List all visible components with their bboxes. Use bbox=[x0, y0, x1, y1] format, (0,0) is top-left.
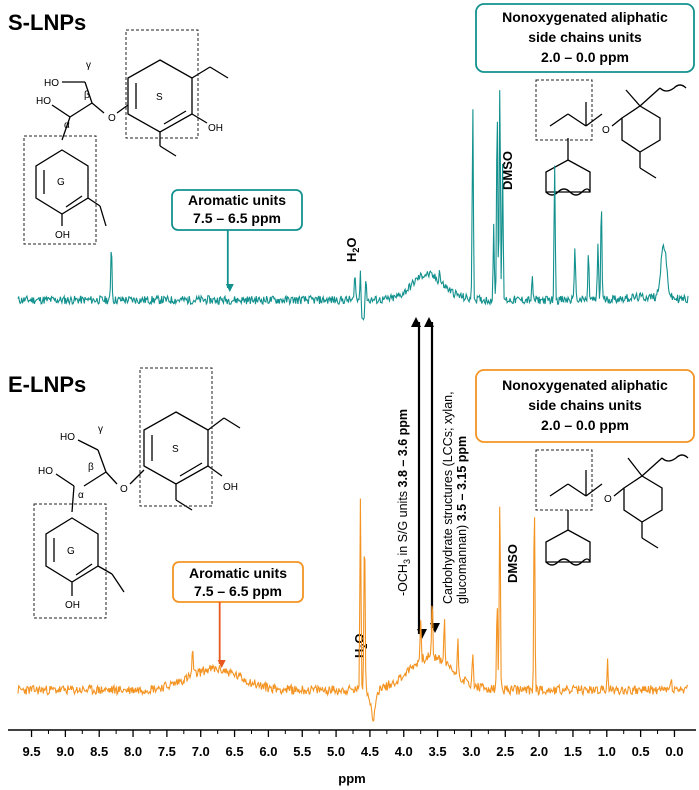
x-tick-label: 9.5 bbox=[22, 744, 40, 759]
och3-annotation: -OCH3 in S/G units 3.8 – 3.6 ppm bbox=[396, 317, 427, 639]
svg-text:glucomannan) 3.5 – 3.15 ppm: glucomannan) 3.5 – 3.15 ppm bbox=[455, 436, 469, 604]
svg-text:O: O bbox=[120, 484, 128, 495]
svg-text:O: O bbox=[108, 113, 116, 124]
s-h2o-label: H2O bbox=[344, 237, 361, 262]
s-panel-title: S-LNPs bbox=[8, 10, 86, 35]
e-lignin-structure: S OH O β HO γ HO α G OH bbox=[33, 367, 241, 619]
x-tick-label: 8.0 bbox=[124, 744, 142, 759]
svg-text:O: O bbox=[604, 494, 612, 505]
svg-text:OH: OH bbox=[65, 600, 80, 611]
x-tick-label: 1.5 bbox=[564, 744, 582, 759]
x-tick-label: 8.5 bbox=[90, 744, 108, 759]
svg-text:OH: OH bbox=[223, 482, 238, 493]
x-tick-label: 2.5 bbox=[496, 744, 514, 759]
e-g-ring-label: G bbox=[67, 546, 75, 557]
svg-text:side chains units: side chains units bbox=[528, 397, 642, 413]
x-tick-label: 3.5 bbox=[429, 744, 447, 759]
g-ring-label: G bbox=[57, 177, 65, 188]
x-tick-label: 5.0 bbox=[327, 744, 345, 759]
svg-text:Nonoxygenated aliphatic: Nonoxygenated aliphatic bbox=[502, 9, 668, 25]
x-tick-label: 6.5 bbox=[226, 744, 244, 759]
svg-text:O: O bbox=[602, 125, 610, 136]
svg-text:OH: OH bbox=[55, 230, 70, 241]
e-sidechain-structure: O bbox=[535, 449, 689, 566]
x-tick-label: 1.0 bbox=[598, 744, 616, 759]
svg-text:7.5 – 6.5 ppm: 7.5 – 6.5 ppm bbox=[193, 210, 281, 226]
svg-text:HO: HO bbox=[38, 466, 53, 477]
svg-text:Nonoxygenated aliphatic: Nonoxygenated aliphatic bbox=[502, 377, 668, 393]
svg-text:Aromatic units: Aromatic units bbox=[188, 192, 286, 208]
x-axis-label: ppm bbox=[338, 771, 365, 786]
x-tick-label: 3.0 bbox=[462, 744, 480, 759]
svg-text:HO: HO bbox=[44, 78, 59, 89]
svg-text:2.0 – 0.0 ppm: 2.0 – 0.0 ppm bbox=[541, 417, 629, 433]
svg-text:γ: γ bbox=[86, 60, 91, 71]
svg-text:Carbohydrate structures (LCCs;: Carbohydrate structures (LCCs; xylan, bbox=[441, 391, 455, 604]
x-tick-label: 0.5 bbox=[632, 744, 650, 759]
x-tick-label: 0.0 bbox=[665, 744, 683, 759]
s-dmso-label: DMSO bbox=[500, 151, 515, 190]
e-dmso-label: DMSO bbox=[505, 544, 520, 583]
svg-text:Aromatic units: Aromatic units bbox=[189, 565, 287, 581]
x-tick-label: 2.0 bbox=[530, 744, 548, 759]
x-tick-label: 4.5 bbox=[361, 744, 379, 759]
s-aromatic-annotation: Aromatic units 7.5 – 6.5 ppm bbox=[171, 189, 303, 292]
e-panel-title: E-LNPs bbox=[8, 372, 86, 397]
e-aromatic-annotation: Aromatic units 7.5 – 6.5 ppm bbox=[172, 561, 304, 668]
x-tick-label: 6.0 bbox=[259, 744, 277, 759]
e-aliphatic-annotation: Nonoxygenated aliphatic side chains unit… bbox=[475, 369, 695, 443]
svg-text:2.0 – 0.0 ppm: 2.0 – 0.0 ppm bbox=[541, 49, 629, 65]
x-tick-label: 4.0 bbox=[395, 744, 413, 759]
e-h2o-label: H2O bbox=[352, 633, 369, 658]
carbohydrate-annotation: Carbohydrate structures (LCCs; xylan, gl… bbox=[424, 317, 469, 633]
s-aliphatic-annotation: Nonoxygenated aliphatic side chains unit… bbox=[475, 3, 695, 73]
e-spectrum-line bbox=[17, 498, 689, 722]
svg-text:side chains units: side chains units bbox=[528, 29, 642, 45]
x-tick-label: 7.5 bbox=[158, 744, 176, 759]
s-ring-label: S bbox=[156, 92, 163, 103]
svg-text:HO: HO bbox=[36, 96, 51, 107]
svg-text:7.5 – 6.5 ppm: 7.5 – 6.5 ppm bbox=[194, 583, 282, 599]
svg-text:OH: OH bbox=[208, 123, 223, 134]
svg-text:β: β bbox=[84, 90, 90, 101]
s-sidechain-structure: O bbox=[535, 79, 687, 196]
svg-text:-OCH3 in S/G units 3.8 – 3.6 p: -OCH3 in S/G units 3.8 – 3.6 ppm bbox=[396, 409, 412, 596]
svg-text:γ: γ bbox=[98, 424, 103, 435]
svg-text:HO: HO bbox=[60, 432, 75, 443]
x-tick-label: 9.0 bbox=[56, 744, 74, 759]
x-tick-label: 5.5 bbox=[293, 744, 311, 759]
e-s-ring-label: S bbox=[172, 444, 179, 455]
s-lignin-structure: S OH O β HO γ HO α G OH bbox=[23, 29, 229, 245]
svg-text:α: α bbox=[78, 490, 84, 501]
s-spectrum-line bbox=[17, 90, 689, 321]
svg-text:β: β bbox=[88, 462, 94, 473]
x-tick-label: 7.0 bbox=[192, 744, 210, 759]
x-axis-ticks: 9.5 9.0 8.5 8.0 7.5 7.0 6.5 6.0 5.5 5.0 4.5 4.0 3.5 3… bbox=[22, 730, 684, 759]
